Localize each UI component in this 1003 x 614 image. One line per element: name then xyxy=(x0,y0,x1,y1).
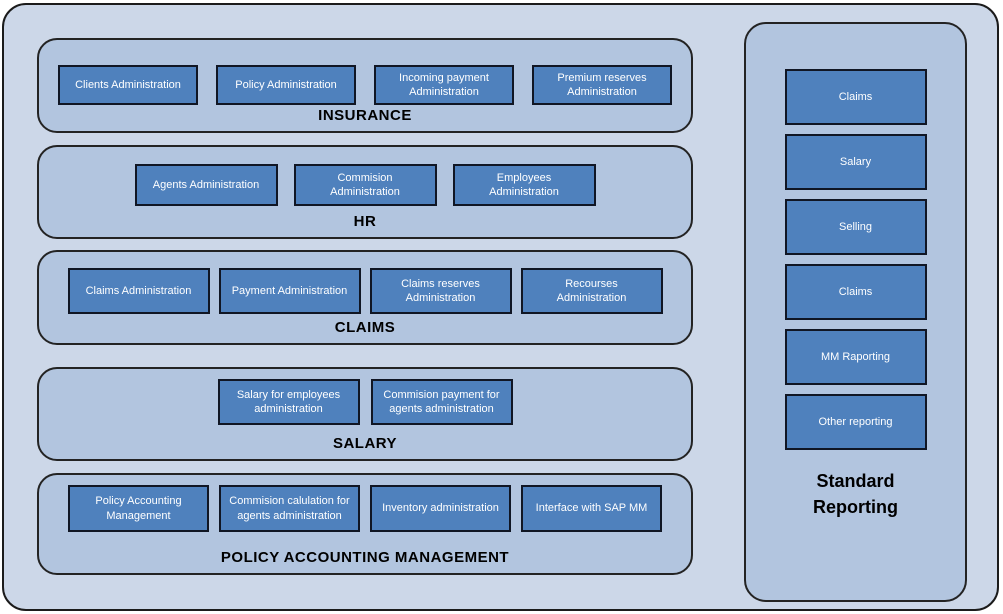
group-insurance: Clients Administration Policy Administrat… xyxy=(37,38,693,133)
group-insurance-boxes: Clients Administration Policy Administrat… xyxy=(58,65,672,105)
module-box: Commision payment for agents administrat… xyxy=(370,379,513,425)
group-claims-label: CLAIMS xyxy=(334,319,396,336)
group-hr-boxes: Agents Administration Commision Administr… xyxy=(134,164,596,206)
module-box: Claims reserves Administration xyxy=(369,268,512,314)
module-box: Claims xyxy=(784,69,927,125)
module-box: Claims Administration xyxy=(67,268,210,314)
module-box: Interface with SAP MM xyxy=(521,485,662,532)
module-box: Commision calulation for agents administ… xyxy=(219,485,360,532)
module-box: Incoming payment Administration xyxy=(374,65,514,105)
module-box: Inventory administration xyxy=(370,485,511,532)
module-box: Salary for employees administration xyxy=(217,379,360,425)
module-box: Policy Administration xyxy=(216,65,356,105)
group-insurance-label: INSURANCE xyxy=(318,107,412,124)
module-box: Claims xyxy=(784,264,927,320)
standard-reporting-title-line2: Reporting xyxy=(813,497,898,518)
module-box: Selling xyxy=(784,199,927,255)
module-box: Payment Administration xyxy=(218,268,361,314)
module-box: Clients Administration xyxy=(58,65,198,105)
standard-reporting-title: Standard Reporting xyxy=(796,468,916,520)
group-hr: Agents Administration Commision Administr… xyxy=(37,145,693,239)
module-box: Policy Accounting Management xyxy=(68,485,209,532)
group-hr-label: HR xyxy=(353,213,377,230)
module-box: Commision Administration xyxy=(293,164,437,206)
module-box: Employees Administration xyxy=(452,164,596,206)
module-box: Recourses Administration xyxy=(520,268,663,314)
group-salary-label: SALARY xyxy=(332,435,398,452)
module-box: MM Raporting xyxy=(784,329,927,385)
group-policy-accounting-label: POLICY ACCOUNTING MANAGEMENT xyxy=(220,549,510,566)
module-box: Agents Administration xyxy=(134,164,278,206)
module-box: Other reporting xyxy=(784,394,927,450)
standard-reporting-title-line1: Standard xyxy=(816,471,895,491)
module-box: Premium reserves Administration xyxy=(532,65,672,105)
module-box: Salary xyxy=(784,134,927,190)
diagram-outer-container: Clients Administration Policy Administrat… xyxy=(2,3,999,611)
